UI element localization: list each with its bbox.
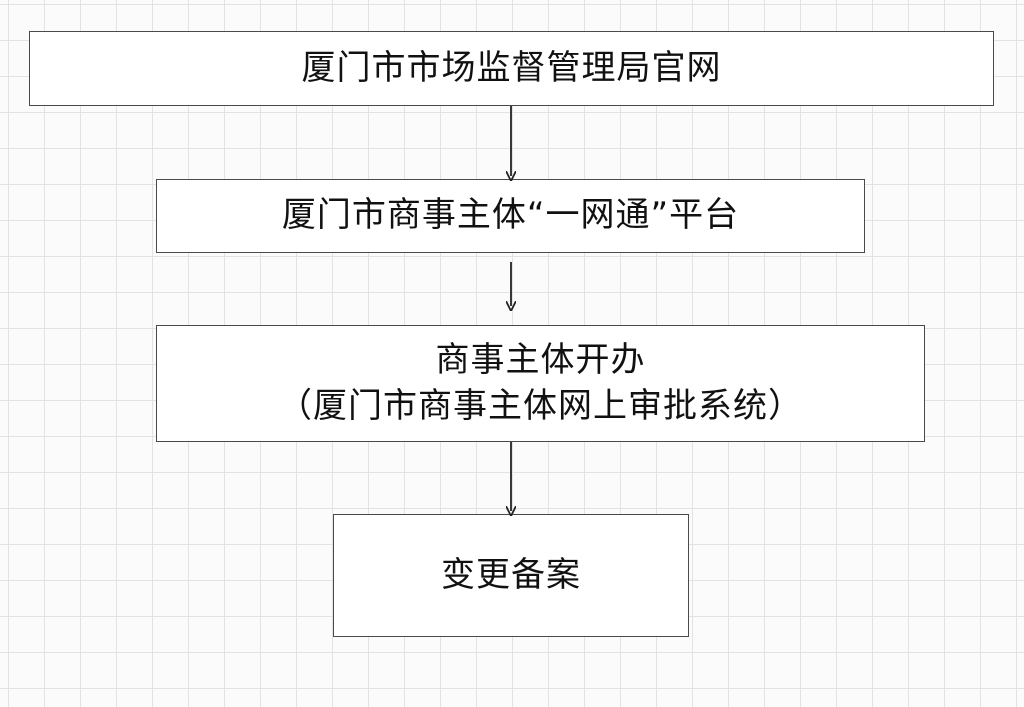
- step-box-official-website: 厦门市市场监督管理局官网: [29, 31, 994, 106]
- step-box-change-filing: 变更备案: [333, 514, 689, 637]
- step-label: 厦门市市场监督管理局官网: [301, 47, 722, 88]
- step-sublabel: （厦门市商事主体网上审批系统）: [278, 385, 803, 426]
- step-label: 厦门市商事主体“一网通”平台: [281, 195, 740, 236]
- step-box-one-network-platform: 厦门市商事主体“一网通”平台: [156, 179, 865, 253]
- step-label: 变更备案: [441, 554, 581, 595]
- step-box-business-registration: 商事主体开办 （厦门市商事主体网上审批系统）: [156, 325, 925, 442]
- step-label: 商事主体开办: [435, 339, 646, 380]
